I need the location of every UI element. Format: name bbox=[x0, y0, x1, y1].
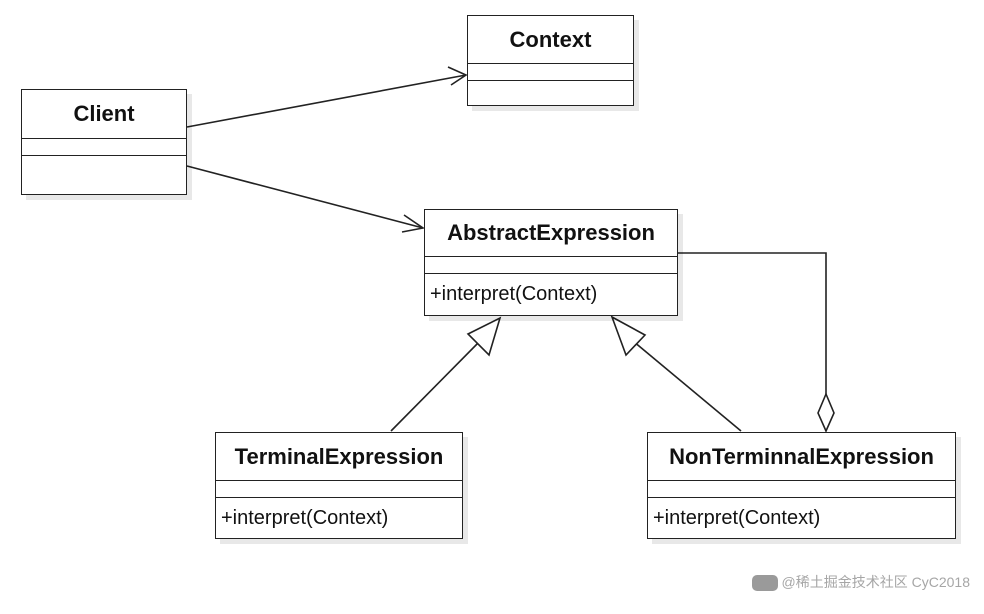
association-client-context bbox=[186, 74, 467, 128]
operation-interpret: +interpret(Context) bbox=[221, 506, 389, 529]
attributes-compartment bbox=[22, 139, 186, 156]
attributes-compartment bbox=[468, 64, 633, 81]
attributes-compartment bbox=[648, 481, 955, 498]
aggregation-diamond bbox=[817, 391, 835, 433]
class-context: Context bbox=[467, 15, 634, 106]
class-name: AbstractExpression bbox=[425, 210, 677, 257]
class-name: Context bbox=[468, 16, 633, 64]
aggregation-line bbox=[678, 252, 827, 394]
class-nonterminal-expression: NonTerminnalExpression +interpret(Contex… bbox=[647, 432, 956, 539]
generalization-nonterminal-triangle bbox=[610, 315, 647, 357]
attributes-compartment bbox=[425, 257, 677, 274]
class-name: NonTerminnalExpression bbox=[648, 433, 955, 481]
association-client-abstract bbox=[186, 165, 424, 229]
class-name: TerminalExpression bbox=[216, 433, 462, 481]
class-abstract-expression: AbstractExpression +interpret(Context) bbox=[424, 209, 678, 316]
class-name: Client bbox=[22, 90, 186, 139]
class-terminal-expression: TerminalExpression +interpret(Context) bbox=[215, 432, 463, 539]
generalization-nonterminal-line bbox=[632, 340, 742, 432]
arrowhead-abstract bbox=[401, 214, 426, 233]
watermark-text: @稀土掘金技术社区 CyC2018 bbox=[781, 574, 970, 590]
class-client: Client bbox=[21, 89, 187, 195]
generalization-terminal-line bbox=[390, 340, 481, 432]
operation-interpret: +interpret(Context) bbox=[430, 283, 598, 305]
wechat-icon bbox=[751, 575, 778, 592]
watermark: @稀土掘金技术社区 CyC2018 bbox=[751, 572, 970, 592]
operations-compartment bbox=[468, 81, 633, 105]
operations-compartment bbox=[22, 156, 186, 194]
arrowhead-context bbox=[447, 66, 468, 86]
attributes-compartment bbox=[216, 481, 462, 498]
operation-interpret: +interpret(Context) bbox=[653, 506, 821, 529]
generalization-terminal-triangle bbox=[466, 316, 502, 357]
